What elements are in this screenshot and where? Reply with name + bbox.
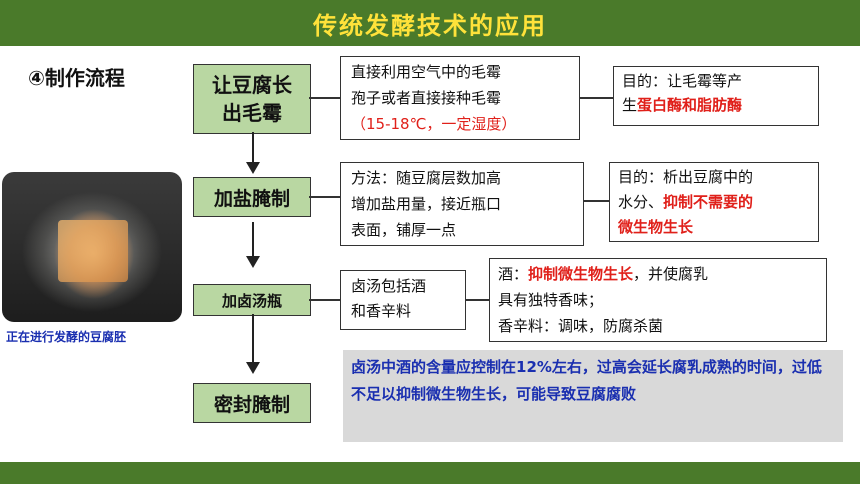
- flow-arrow-icon: [246, 162, 260, 174]
- flow-arrow-icon: [246, 256, 260, 268]
- flow-arrow-icon: [246, 362, 260, 374]
- step1-detail-line2: 孢子或者直接接种毛霉: [351, 89, 502, 107]
- step-sealing-label: 密封腌制: [213, 393, 290, 416]
- flow-arrow-shaft: [252, 222, 254, 258]
- step-mold-growth-line1: 让豆腐长: [212, 73, 292, 97]
- step3-detail: 卤汤包括酒 和香辛料: [340, 270, 466, 330]
- step3-effect-line2: 具有独特香味；: [498, 291, 604, 309]
- step2-detail-line2: 增加盐用量，接近瓶口: [351, 195, 502, 213]
- step1-purpose-highlight: 蛋白酶和脂肪酶: [637, 96, 743, 114]
- step2-purpose: 目的：析出豆腐中的 水分、抑制不需要的 微生物生长: [609, 162, 819, 242]
- step2-purpose-highlight2: 微生物生长: [618, 218, 694, 236]
- step1-purpose-line2-prefix: 生: [622, 96, 638, 114]
- connector: [309, 97, 341, 99]
- step2-detail-line1: 方法：随豆腐层数加高: [351, 169, 502, 187]
- connector: [466, 299, 490, 301]
- step3-effect-prefix: 酒：: [498, 265, 529, 283]
- step-salting: 加盐腌制: [193, 177, 311, 217]
- step2-purpose-highlight1: 抑制不需要的: [663, 193, 754, 211]
- connector: [309, 299, 341, 301]
- step1-detail: 直接利用空气中的毛霉 孢子或者直接接种毛霉 （15-18℃，一定湿度）: [340, 56, 580, 140]
- flow-arrow-shaft: [252, 314, 254, 364]
- step1-condition: （15-18℃，一定湿度）: [351, 115, 517, 133]
- flow-arrow-shaft: [252, 132, 254, 164]
- photo-caption: 正在进行发酵的豆腐胚: [6, 330, 127, 344]
- step-salting-label: 加盐腌制: [213, 187, 290, 210]
- step1-purpose: 目的：让毛霉等产 生蛋白酶和脂肪酶: [613, 66, 819, 126]
- step2-detail: 方法：随豆腐层数加高 增加盐用量，接近瓶口 表面，铺厚一点: [340, 162, 584, 246]
- step3-effect-suffix: ，并使腐乳: [633, 265, 709, 283]
- step-mold-growth-line2: 出毛霉: [222, 101, 282, 125]
- step2-purpose-line1: 目的：析出豆腐中的: [618, 168, 754, 186]
- step1-detail-line1: 直接利用空气中的毛霉: [351, 63, 502, 81]
- connector: [580, 97, 614, 99]
- step-add-brine-label: 加卤汤瓶: [221, 291, 282, 310]
- step3-effect: 酒：抑制微生物生长，并使腐乳 具有独特香味； 香辛料：调味，防腐杀菌: [489, 258, 827, 342]
- step3-detail-line2: 和香辛料: [351, 302, 412, 320]
- step-add-brine: 加卤汤瓶: [193, 284, 311, 316]
- section-label: ④制作流程: [28, 66, 125, 90]
- header-bar: 传统发酵技术的应用: [0, 0, 860, 46]
- step2-detail-line3: 表面，铺厚一点: [351, 221, 457, 239]
- step2-purpose-line2-prefix: 水分、: [618, 193, 664, 211]
- footer-bar: [0, 462, 860, 484]
- tofu-block-image: [58, 220, 128, 282]
- connector: [309, 196, 341, 198]
- step1-purpose-line1: 目的：让毛霉等产: [622, 72, 743, 90]
- brine-alcohol-note: 卤汤中酒的含量应控制在12%左右，过高会延长腐乳成熟的时间，过低不足以抑制微生物…: [343, 350, 843, 442]
- step3-detail-line1: 卤汤包括酒: [351, 277, 427, 295]
- tofu-photo: [2, 172, 182, 322]
- step-mold-growth: 让豆腐长 出毛霉: [193, 64, 311, 134]
- page-title: 传统发酵技术的应用: [313, 11, 547, 40]
- step3-effect-line3: 香辛料：调味，防腐杀菌: [498, 317, 664, 335]
- connector: [584, 200, 610, 202]
- step-sealing: 密封腌制: [193, 383, 311, 423]
- step3-effect-highlight: 抑制微生物生长: [528, 265, 634, 283]
